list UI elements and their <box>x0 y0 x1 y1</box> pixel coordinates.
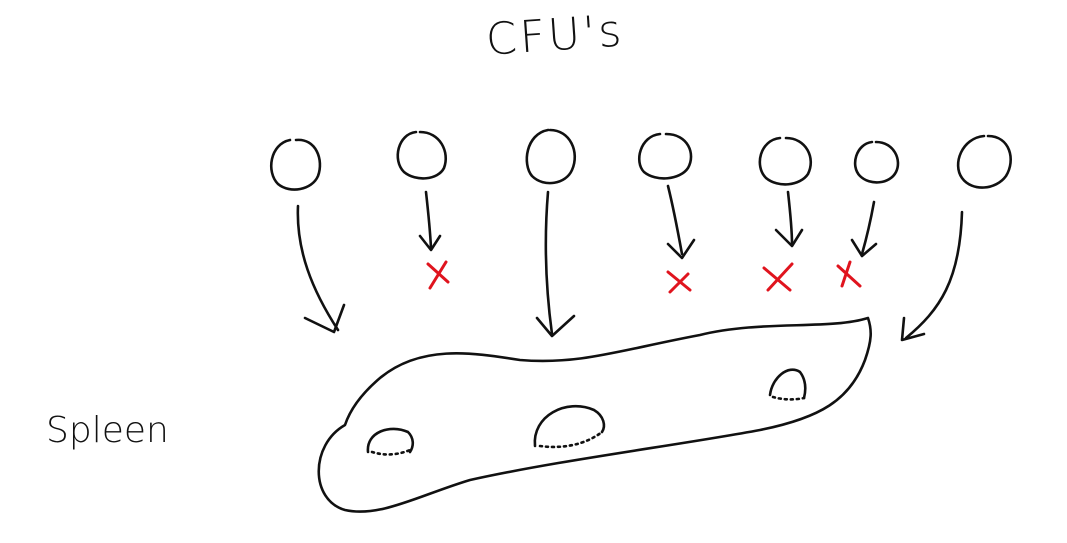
arrow-6 <box>850 200 878 258</box>
spleen-colony-3 <box>768 368 807 401</box>
cfu-cell-3 <box>525 128 577 185</box>
arrow-5 <box>774 190 804 248</box>
x-mark-cell-4 <box>666 270 692 294</box>
cfu-cell-1 <box>270 138 322 191</box>
spleen-outline <box>317 316 872 513</box>
spleen-colony-2 <box>533 404 606 449</box>
cfu-cell-6 <box>853 140 900 184</box>
arrow-7 <box>900 210 964 342</box>
spleen-colony-1 <box>366 427 415 456</box>
arrow-2 <box>418 190 442 252</box>
cfu-cell-7 <box>956 134 1012 189</box>
spleen-label: Spleen <box>46 410 169 451</box>
arrow-1 <box>296 204 346 334</box>
arrow-3 <box>535 190 576 338</box>
cfu-cell-2 <box>396 130 447 180</box>
arrow-4 <box>666 184 696 260</box>
x-mark-cell-5 <box>762 262 794 292</box>
x-mark-cell-6 <box>836 260 862 288</box>
cfu-cell-5 <box>758 136 813 186</box>
cfu-cell-4 <box>638 132 693 180</box>
x-mark-cell-2 <box>426 260 450 290</box>
